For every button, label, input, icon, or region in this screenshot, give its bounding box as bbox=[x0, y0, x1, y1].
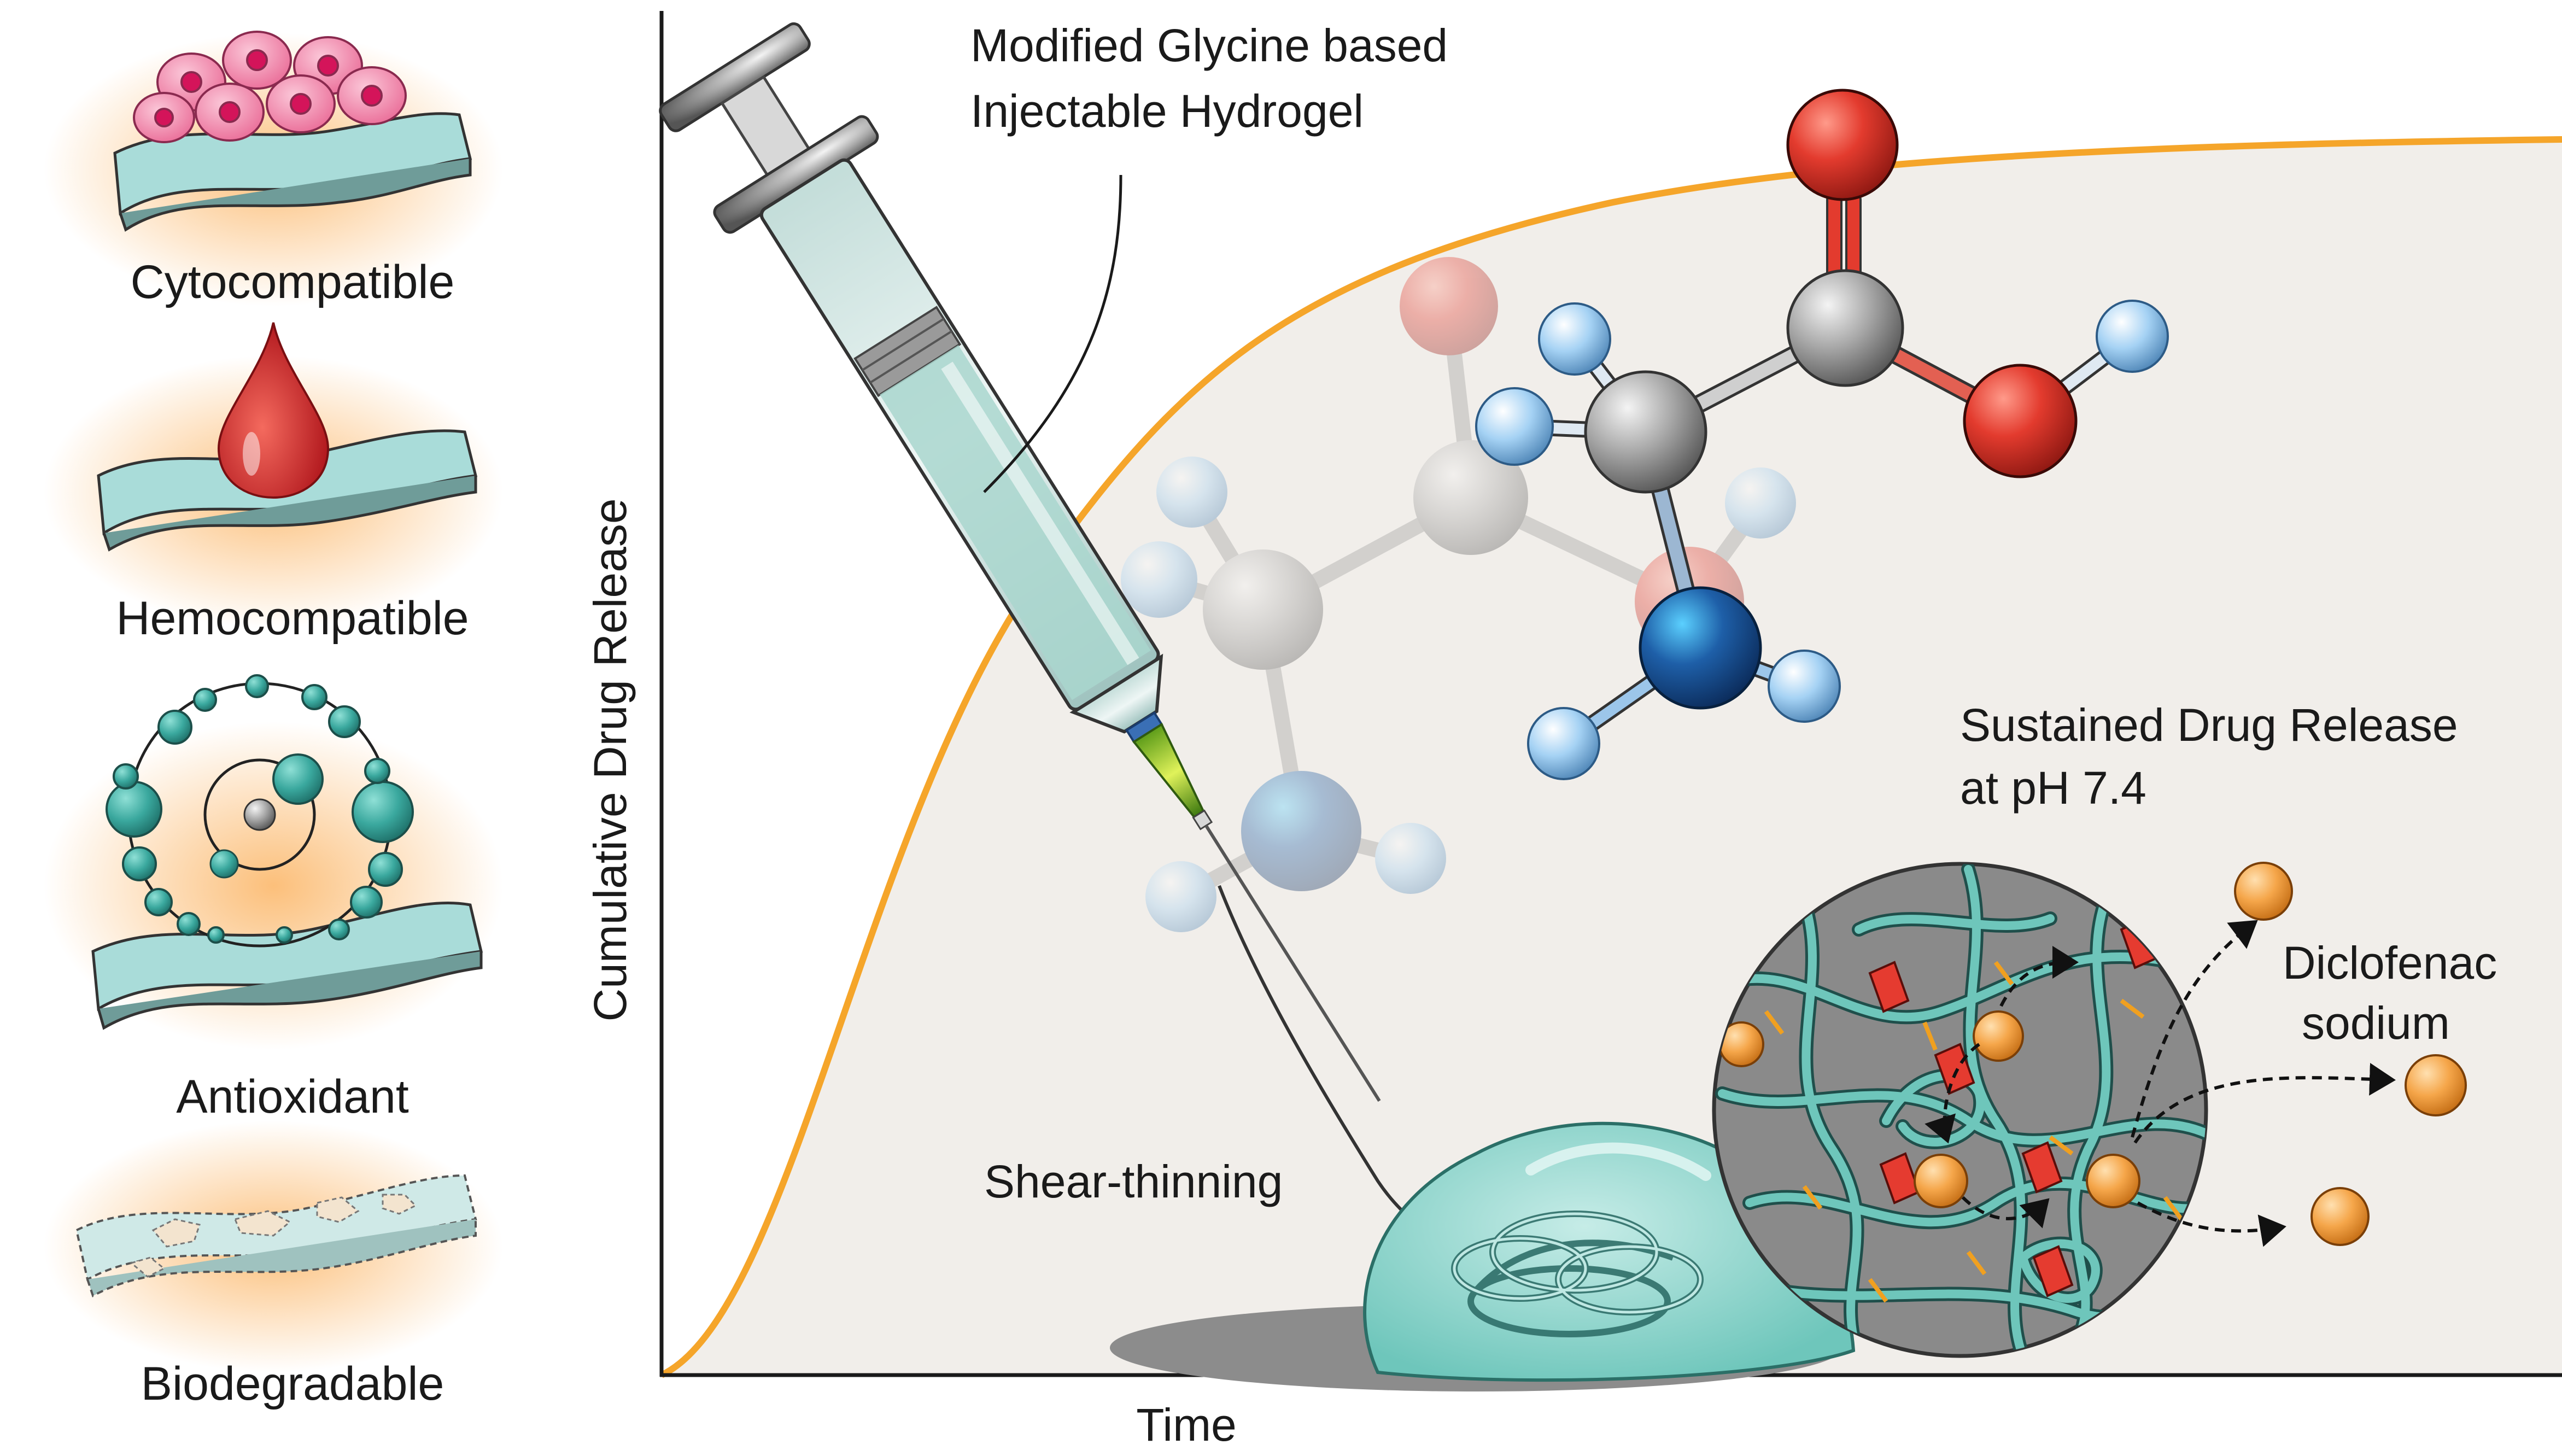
release-label-line2: at pH 7.4 bbox=[1960, 762, 2146, 814]
hydrogel-blob-icon bbox=[1110, 1121, 1856, 1391]
y-axis-label: Cumulative Drug Release bbox=[584, 498, 636, 1021]
property-label-biodegradable: Biodegradable bbox=[141, 1358, 444, 1410]
hydrogel-title-line1: Modified Glycine based bbox=[970, 20, 1448, 71]
property-label-cytocompatible: Cytocompatible bbox=[131, 256, 455, 308]
release-curve bbox=[660, 136, 2562, 1378]
release-label-line1: Sustained Drug Release bbox=[1960, 699, 2458, 751]
hydrogel-network-zoom bbox=[1712, 862, 2396, 1358]
cytocompatible-icon bbox=[44, 31, 503, 306]
antioxidant-icon bbox=[44, 674, 503, 1050]
property-label-hemocompatible: Hemocompatible bbox=[116, 592, 469, 645]
hydrogel-callout-line bbox=[983, 174, 1122, 493]
released-drug-molecule bbox=[2405, 1054, 2467, 1116]
biodegradable-icon bbox=[44, 1121, 503, 1372]
x-axis-label: Time bbox=[1136, 1399, 1237, 1451]
released-drug-molecule bbox=[2234, 862, 2293, 921]
drug-label-line2: sodium bbox=[2302, 997, 2450, 1049]
drug-label-line1: Diclofenac bbox=[2283, 937, 2497, 989]
glycine-molecule bbox=[1475, 89, 2169, 780]
faded-glycine-molecule bbox=[1121, 257, 1796, 932]
shear-thinning-label: Shear-thinning bbox=[984, 1156, 1283, 1207]
property-label-antioxidant: Antioxidant bbox=[176, 1071, 409, 1123]
hemocompatible-icon bbox=[44, 322, 503, 629]
hydrogel-title-line2: Injectable Hydrogel bbox=[970, 85, 1364, 137]
syringe-icon bbox=[659, 22, 1477, 1259]
released-drug-molecule bbox=[2311, 1187, 2370, 1246]
